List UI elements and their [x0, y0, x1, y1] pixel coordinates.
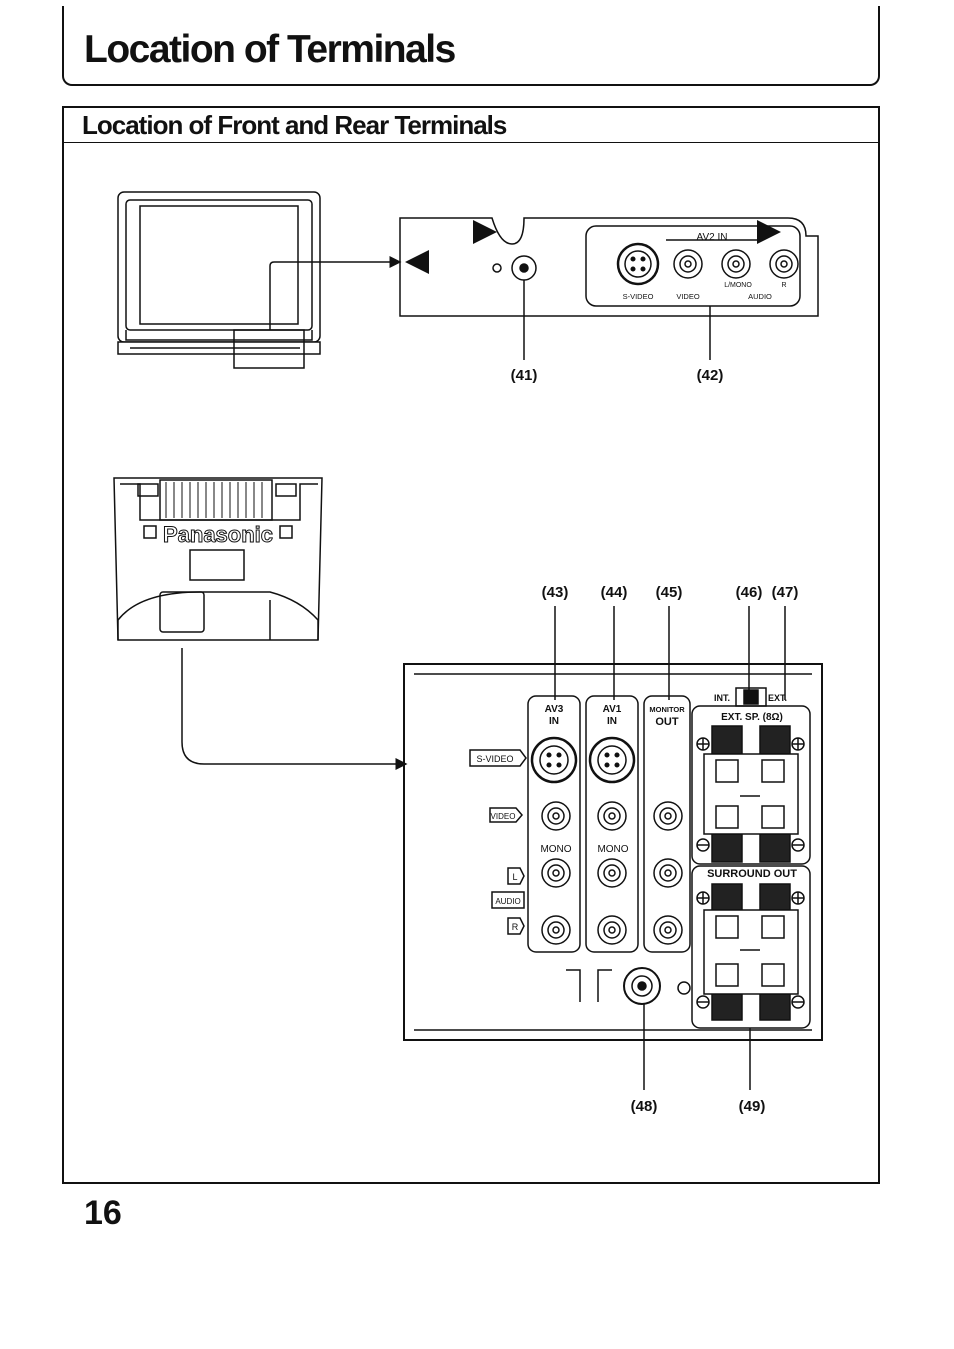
audio-tag: AUDIO — [495, 897, 520, 906]
callout-46: (46) — [736, 584, 763, 601]
av2-in-label: AV2 IN — [697, 232, 728, 243]
audio-front-label: AUDIO — [748, 292, 772, 301]
brand-logo-text: Panasonic — [163, 522, 273, 547]
av3-label: AV3 — [545, 704, 564, 715]
tv-rear-illustration — [113, 477, 323, 641]
av3-in-label: IN — [549, 716, 559, 727]
ext-label: EXT. — [768, 693, 787, 703]
section-frame — [62, 106, 880, 1184]
int-label: INT. — [714, 693, 730, 703]
callout-47: (47) — [772, 584, 799, 601]
lmono-front-label: L/MONO — [724, 282, 752, 289]
title-frame — [62, 6, 880, 86]
callout-41: (41) — [511, 367, 538, 384]
video-tag: VIDEO — [491, 812, 516, 821]
callout-48: (48) — [631, 1098, 658, 1115]
surround-out-label: SURROUND OUT — [707, 868, 797, 880]
r-tag: R — [512, 922, 519, 932]
video-front-label: VIDEO — [676, 292, 700, 301]
tv-front-illustration — [117, 191, 402, 369]
page-number: 16 — [84, 1194, 122, 1232]
section-title: Location of Front and Rear Terminals — [82, 110, 507, 140]
av1-label: AV1 — [603, 704, 622, 715]
rear-panel-detail — [403, 663, 823, 1090]
page-title: Location of Terminals — [84, 28, 456, 71]
av1-in-label: IN — [607, 716, 617, 727]
callout-45: (45) — [656, 584, 683, 601]
monitor-out-label: OUT — [655, 716, 679, 728]
callout-43: (43) — [542, 584, 569, 601]
monitor-label: MONITOR — [649, 705, 685, 714]
mono-label-av1: MONO — [597, 844, 628, 855]
svideo-tag: S-VIDEO — [476, 754, 513, 764]
callout-44: (44) — [601, 584, 628, 601]
callout-42: (42) — [697, 367, 724, 384]
r-front-label: R — [781, 282, 786, 289]
svideo-front-label: S-VIDEO — [623, 292, 654, 301]
section-divider — [62, 142, 880, 143]
mono-label-av3: MONO — [540, 844, 571, 855]
ext-sp-label: EXT. SP. (8Ω) — [721, 712, 783, 723]
l-tag: L — [512, 872, 517, 882]
callout-49: (49) — [739, 1098, 766, 1115]
front-panel-detail: AV2 IN S-VIDEO VIDEO AUDIO L/MONO R — [399, 217, 819, 360]
